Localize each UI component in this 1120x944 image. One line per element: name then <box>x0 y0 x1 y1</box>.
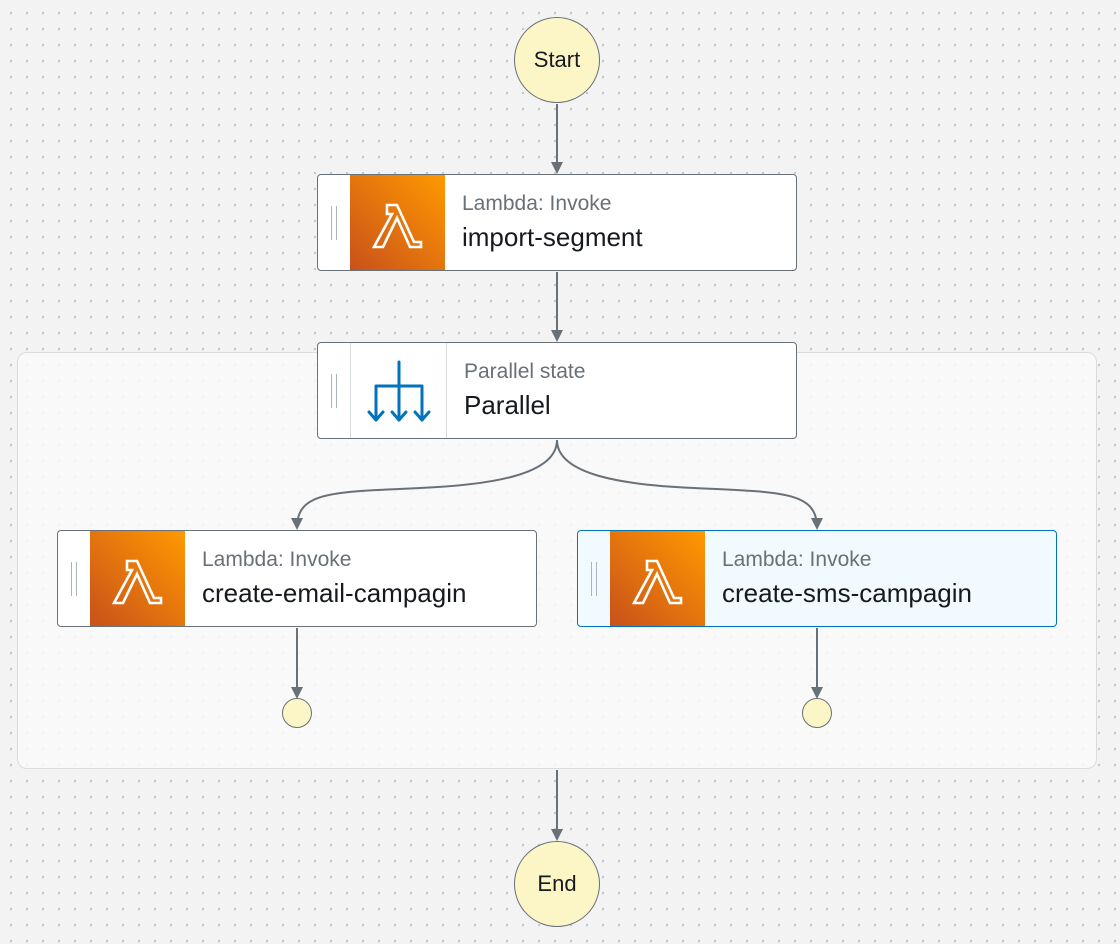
lambda-icon <box>90 531 185 626</box>
drag-handle[interactable] <box>578 531 610 626</box>
start-node[interactable]: Start <box>514 17 600 103</box>
parallel-icon <box>350 343 447 438</box>
state-create-email-campaign[interactable]: Lambda: Invoke create-email-campagin <box>57 530 537 627</box>
state-name: Parallel <box>464 389 551 420</box>
lambda-icon <box>350 175 445 270</box>
email-branch-end-node[interactable] <box>282 698 312 728</box>
start-label: Start <box>533 47 581 72</box>
state-import-segment[interactable]: Lambda: Invoke import-segment <box>317 174 797 271</box>
end-label: End <box>537 871 577 896</box>
state-create-sms-campaign[interactable]: Lambda: Invoke create-sms-campagin <box>577 530 1057 627</box>
state-parallel[interactable]: Parallel state Parallel <box>317 342 797 439</box>
state-name: create-sms-campagin <box>722 577 972 608</box>
lambda-icon <box>610 531 705 626</box>
state-type-label: Parallel state <box>464 359 586 383</box>
state-name: import-segment <box>462 221 643 252</box>
drag-handle[interactable] <box>318 343 350 438</box>
sms-branch-end-node[interactable] <box>802 698 832 728</box>
state-type-label: Lambda: Invoke <box>722 547 872 571</box>
drag-handle[interactable] <box>318 175 350 270</box>
drag-handle[interactable] <box>58 531 90 626</box>
edge-parallel-to-email-branch <box>291 439 558 530</box>
state-type-label: Lambda: Invoke <box>462 191 612 215</box>
edge-parallel-to-sms-branch <box>556 439 823 530</box>
state-type-label: Lambda: Invoke <box>202 547 352 571</box>
state-name: create-email-campagin <box>202 577 467 608</box>
end-node[interactable]: End <box>514 841 600 927</box>
